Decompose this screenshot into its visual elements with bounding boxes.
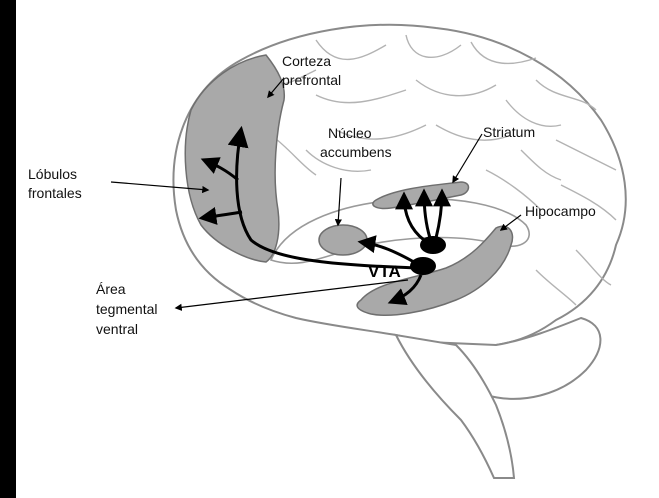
brain-diagram: Corteza prefrontal Núcleo accumbens Stri… [16, 0, 659, 498]
label-hippocampus: Hipocampo [525, 203, 596, 219]
label-striatum: Striatum [483, 124, 535, 140]
label-ventral-tegmental-area: Área tegmental ventral [96, 281, 161, 337]
nucleus-accumbens-region [319, 225, 367, 255]
diagram-canvas: Corteza prefrontal Núcleo accumbens Stri… [16, 0, 659, 498]
vta-lower-dot [410, 257, 436, 275]
label-vta: VTA [368, 262, 401, 281]
label-frontal-lobes: Lóbulos frontales [28, 166, 82, 201]
